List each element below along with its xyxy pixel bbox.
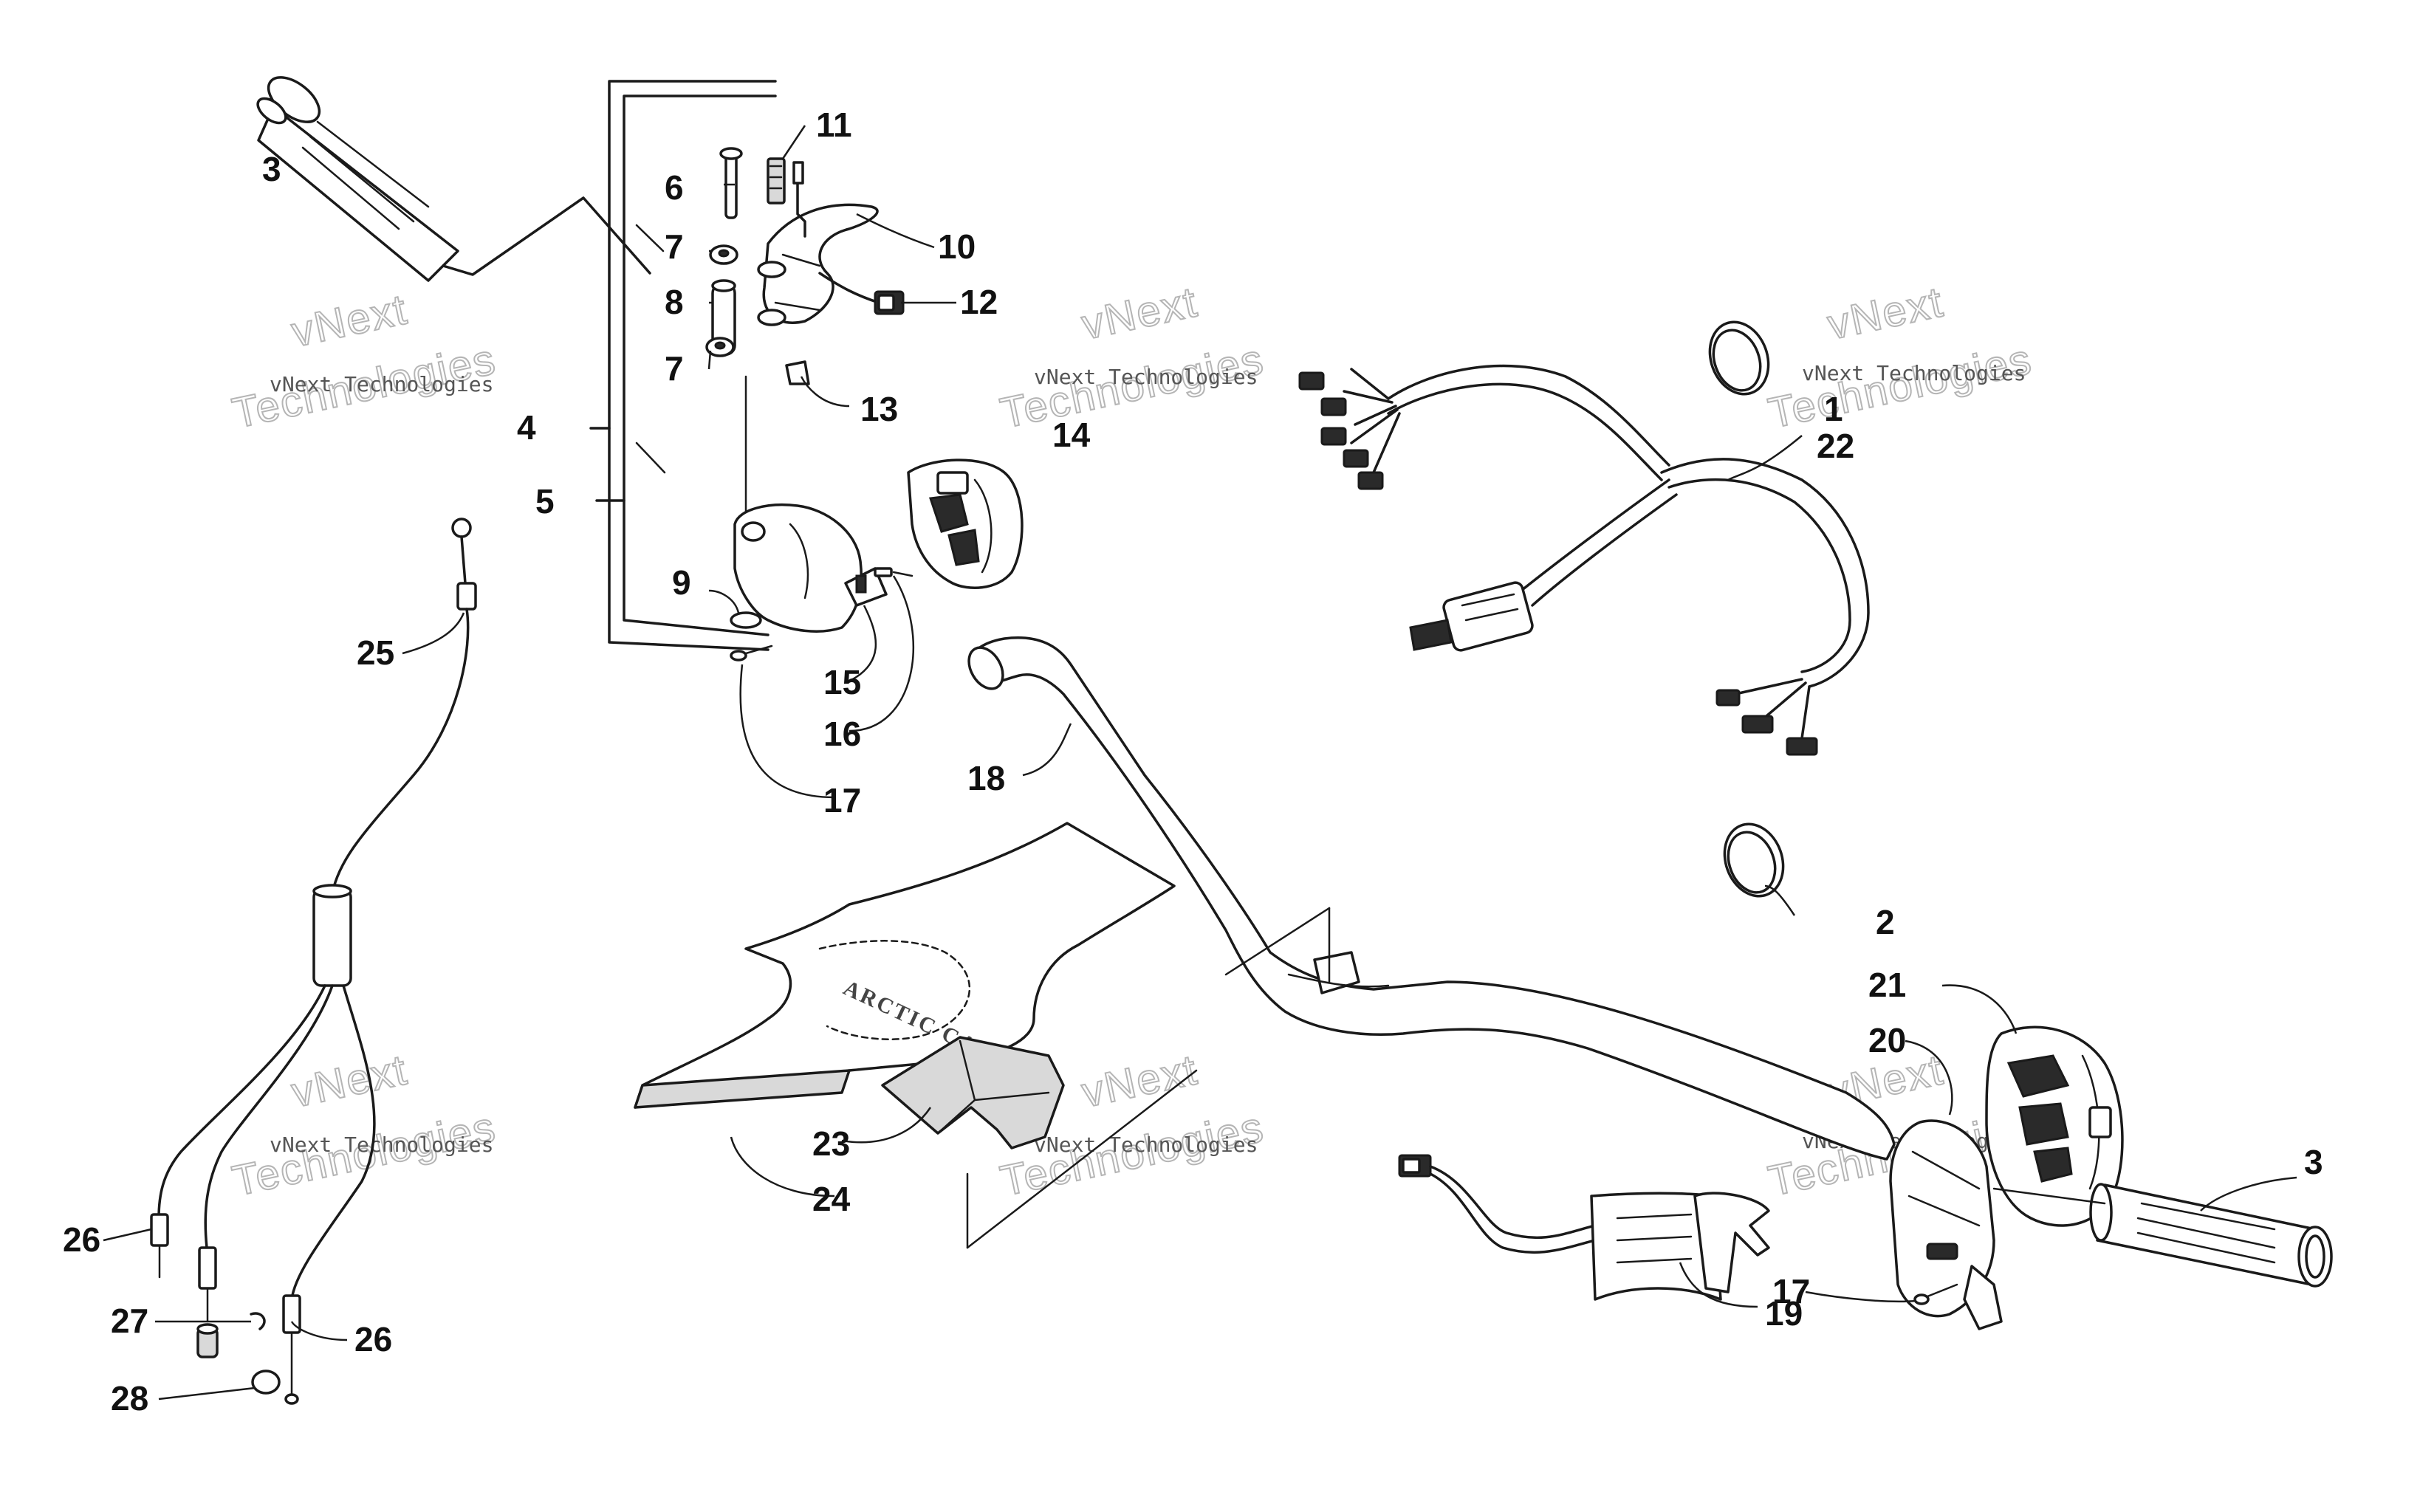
callout-24: 24 — [812, 1180, 851, 1218]
handlebar-pad: ARCTIC CAT — [634, 822, 1176, 1150]
leader-lines — [103, 125, 2297, 1401]
callout-21: 21 — [1868, 966, 1906, 1004]
callout-7-top: 7 — [665, 227, 684, 266]
callout-26-right: 26 — [354, 1320, 392, 1358]
right-throttle-housing — [1889, 1119, 2003, 1330]
callout-1: 1 — [1824, 390, 1843, 428]
svg-text:vNext: vNext — [1077, 278, 1202, 348]
pin-and-bushings — [705, 147, 747, 518]
callout-25: 25 — [357, 633, 394, 672]
callout-8: 8 — [665, 283, 684, 321]
switch-part-11 — [767, 157, 806, 238]
callout-3-left: 3 — [262, 150, 281, 188]
callout-17-left: 17 — [823, 781, 861, 819]
callout-2: 2 — [1876, 903, 1895, 941]
svg-text:vNext: vNext — [1823, 278, 1947, 348]
clip-part-13 — [785, 360, 810, 385]
cable-tie-2 — [1723, 822, 1785, 898]
throttle-cable — [150, 518, 477, 1405]
callout-labels: 1 2 3 3 4 5 6 7 8 7 9 10 11 12 13 14 15 … — [63, 106, 2323, 1418]
grip-heater-element — [1398, 1154, 1770, 1301]
callout-6: 6 — [665, 168, 684, 207]
callout-11: 11 — [816, 106, 852, 144]
svg-text:vNext: vNext — [287, 1045, 411, 1116]
left-hand-grip — [256, 76, 651, 282]
callout-5: 5 — [535, 482, 555, 520]
svg-text:vNext Technologies: vNext Technologies — [270, 1133, 493, 1157]
callout-26-left: 26 — [63, 1220, 100, 1259]
left-switch-housing — [730, 503, 888, 633]
brake-lever — [757, 203, 879, 326]
cable-tie-1 — [1708, 320, 1770, 396]
callout-23: 23 — [812, 1124, 850, 1163]
watermark-top-center: vNext Technologies vNext Technologies — [995, 277, 1269, 438]
callout-3-right: 3 — [2304, 1143, 2323, 1181]
callout-17-right: 17 — [1772, 1272, 1810, 1310]
callout-9: 9 — [672, 563, 691, 602]
callout-20: 20 — [1868, 1021, 1906, 1059]
callout-7-bottom: 7 — [665, 349, 684, 388]
watermark-top-left: vNext Technologies vNext Technologies — [227, 284, 501, 438]
callout-22: 22 — [1817, 427, 1854, 465]
brake-assembly-bracket — [589, 80, 777, 651]
callout-12: 12 — [960, 283, 998, 321]
callout-14: 14 — [1052, 416, 1091, 454]
callout-27: 27 — [111, 1302, 148, 1340]
svg-text:vNext Technologies: vNext Technologies — [1802, 361, 2026, 385]
callout-18: 18 — [967, 759, 1005, 797]
svg-text:vNext Technologies: vNext Technologies — [270, 372, 493, 396]
svg-text:vNext Technologies: vNext Technologies — [1034, 1133, 1258, 1157]
screw-right — [1913, 1283, 1958, 1305]
callout-10: 10 — [938, 227, 976, 266]
watermark-bottom-left: vNext Technologies vNext Technologies — [227, 1045, 501, 1206]
right-control-switch — [1985, 1025, 2124, 1227]
callout-4: 4 — [517, 408, 536, 447]
handlebar — [967, 636, 1896, 1161]
section-frame-lines — [966, 907, 1331, 1249]
callout-16: 16 — [823, 715, 861, 753]
watermark-top-right: vNext Technologies vNext Technologies — [1763, 277, 2037, 438]
callout-13: 13 — [860, 390, 898, 428]
screws-left — [730, 567, 914, 662]
left-control-switch — [907, 458, 1024, 589]
wiring-harness — [1298, 364, 1870, 756]
svg-text:Technologies: Technologies — [1764, 335, 2036, 438]
callout-28: 28 — [111, 1379, 148, 1418]
callout-19: 19 — [1765, 1294, 1803, 1333]
svg-text:vNext: vNext — [287, 285, 411, 356]
right-hand-grip — [1992, 1183, 2333, 1288]
svg-text:vNext Technologies: vNext Technologies — [1034, 365, 1258, 389]
callout-15: 15 — [823, 663, 861, 701]
